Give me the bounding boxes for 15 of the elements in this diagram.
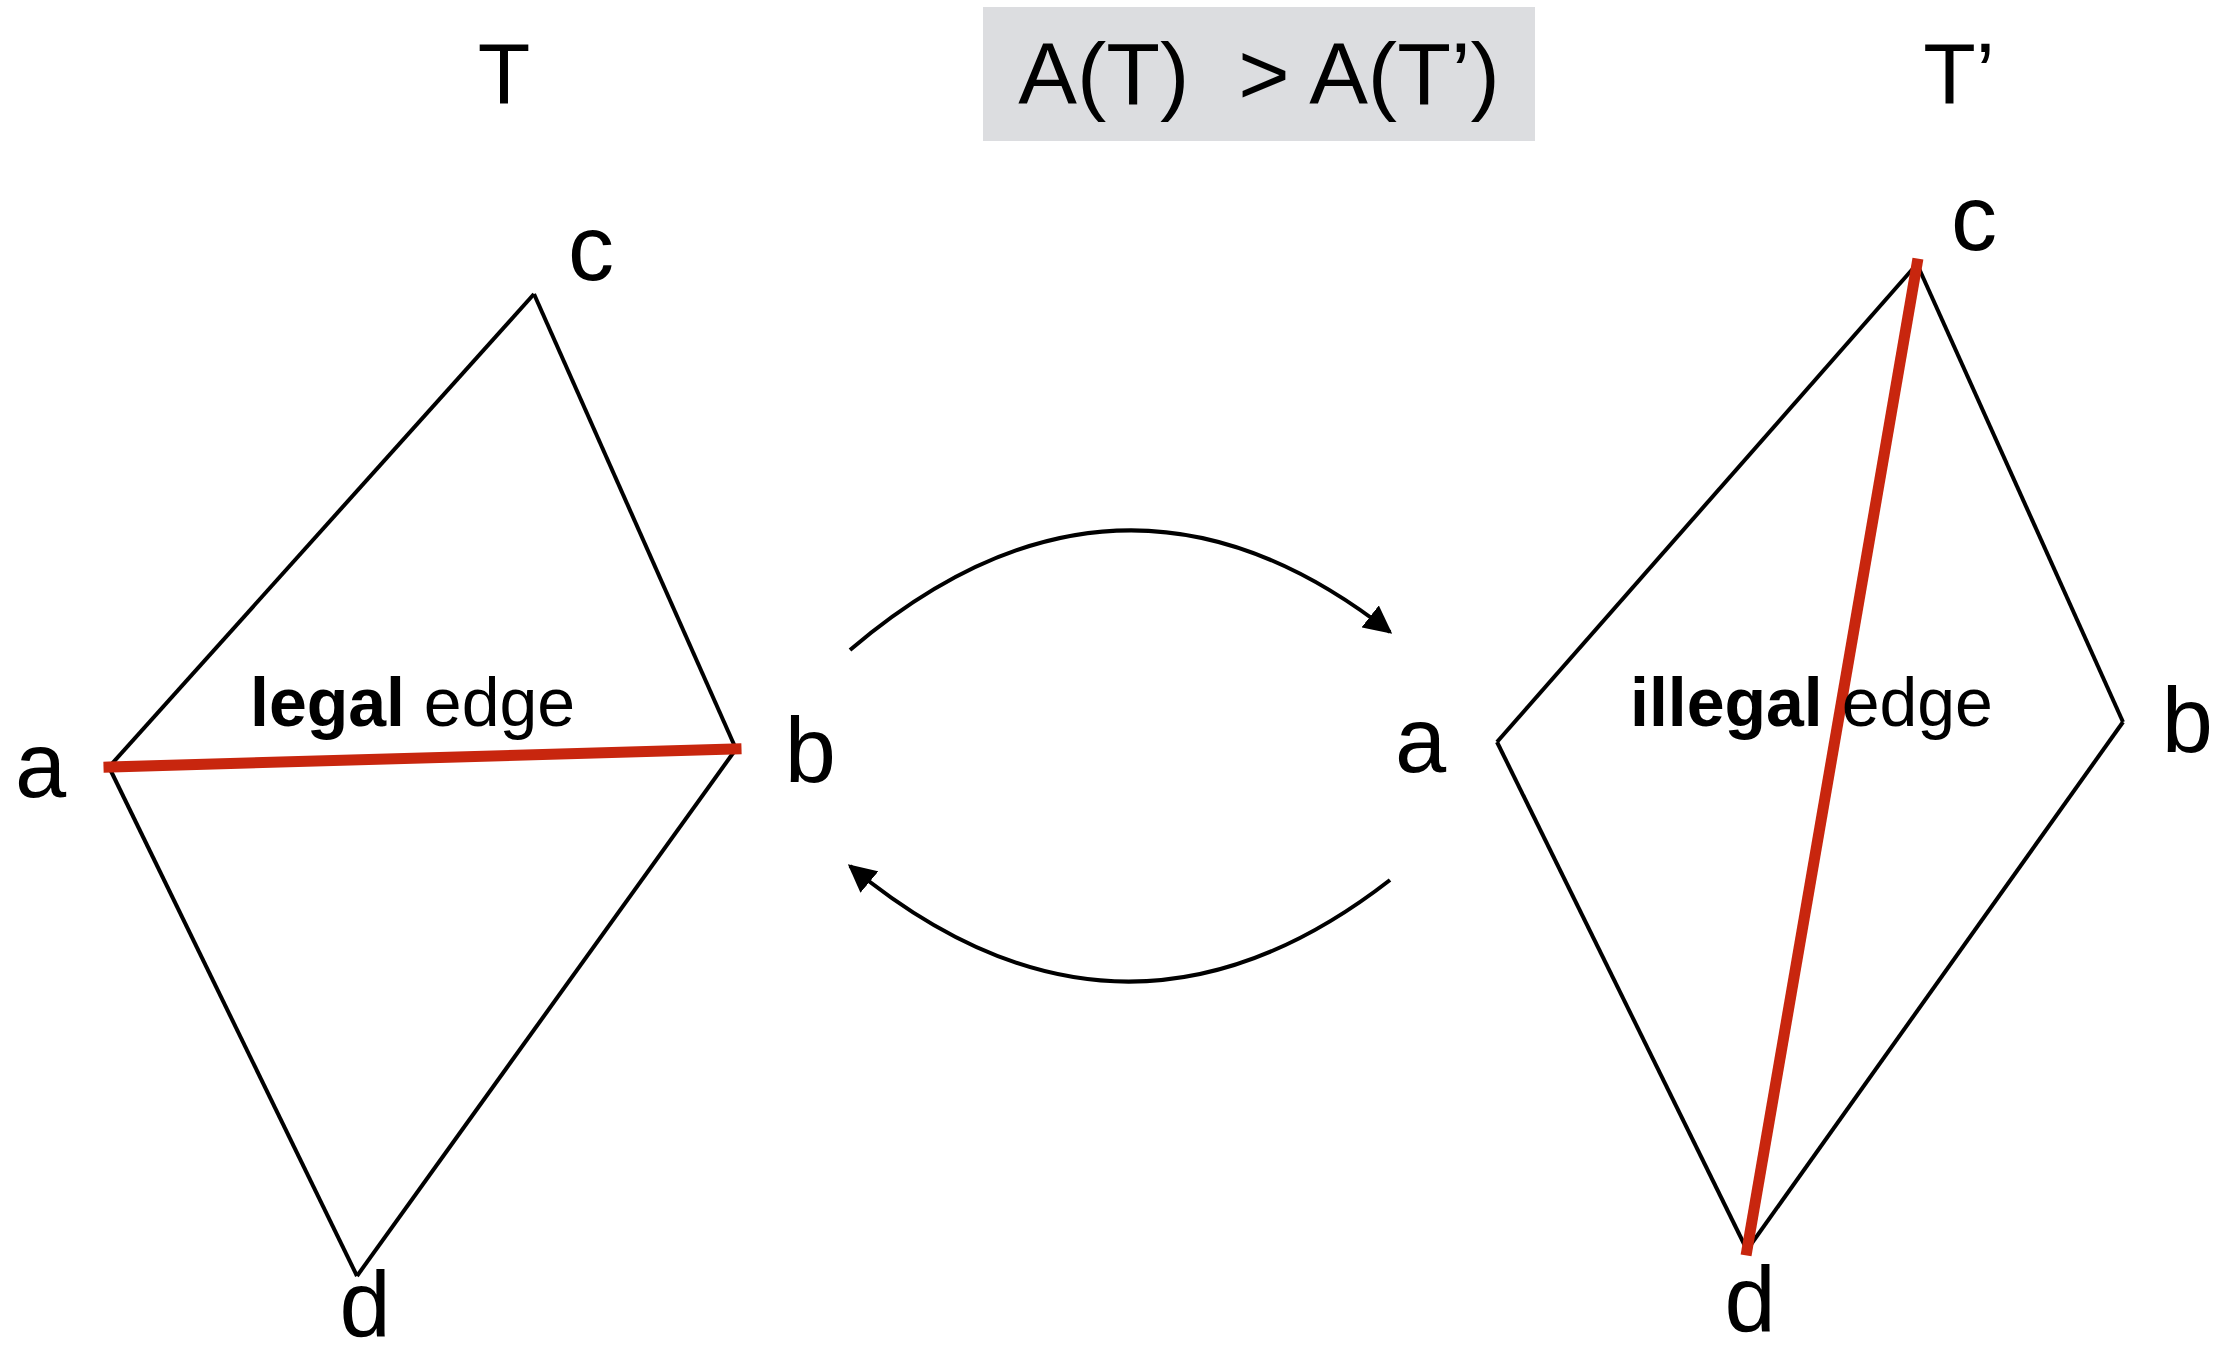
triangulation-name: T’ [1923, 30, 1995, 116]
vertex-label: a [1395, 694, 1447, 786]
vertex-label: d [339, 1258, 391, 1350]
highlighted-edge [103, 743, 742, 773]
vertex-label: b [784, 704, 836, 796]
vertex-label: d [1724, 1253, 1776, 1345]
area-comparison-banner: A(T) > A(T’) [983, 7, 1535, 141]
curved-arrow [848, 528, 1393, 652]
highlighted-edge [1741, 258, 1923, 1256]
vertex-label: a [15, 719, 67, 811]
vertex-label: b [2161, 674, 2213, 766]
vertex-label: c [568, 202, 614, 294]
vertex-label: c [1951, 172, 1997, 264]
curved-arrow [847, 864, 1392, 984]
triangulation-name: T [477, 30, 531, 116]
